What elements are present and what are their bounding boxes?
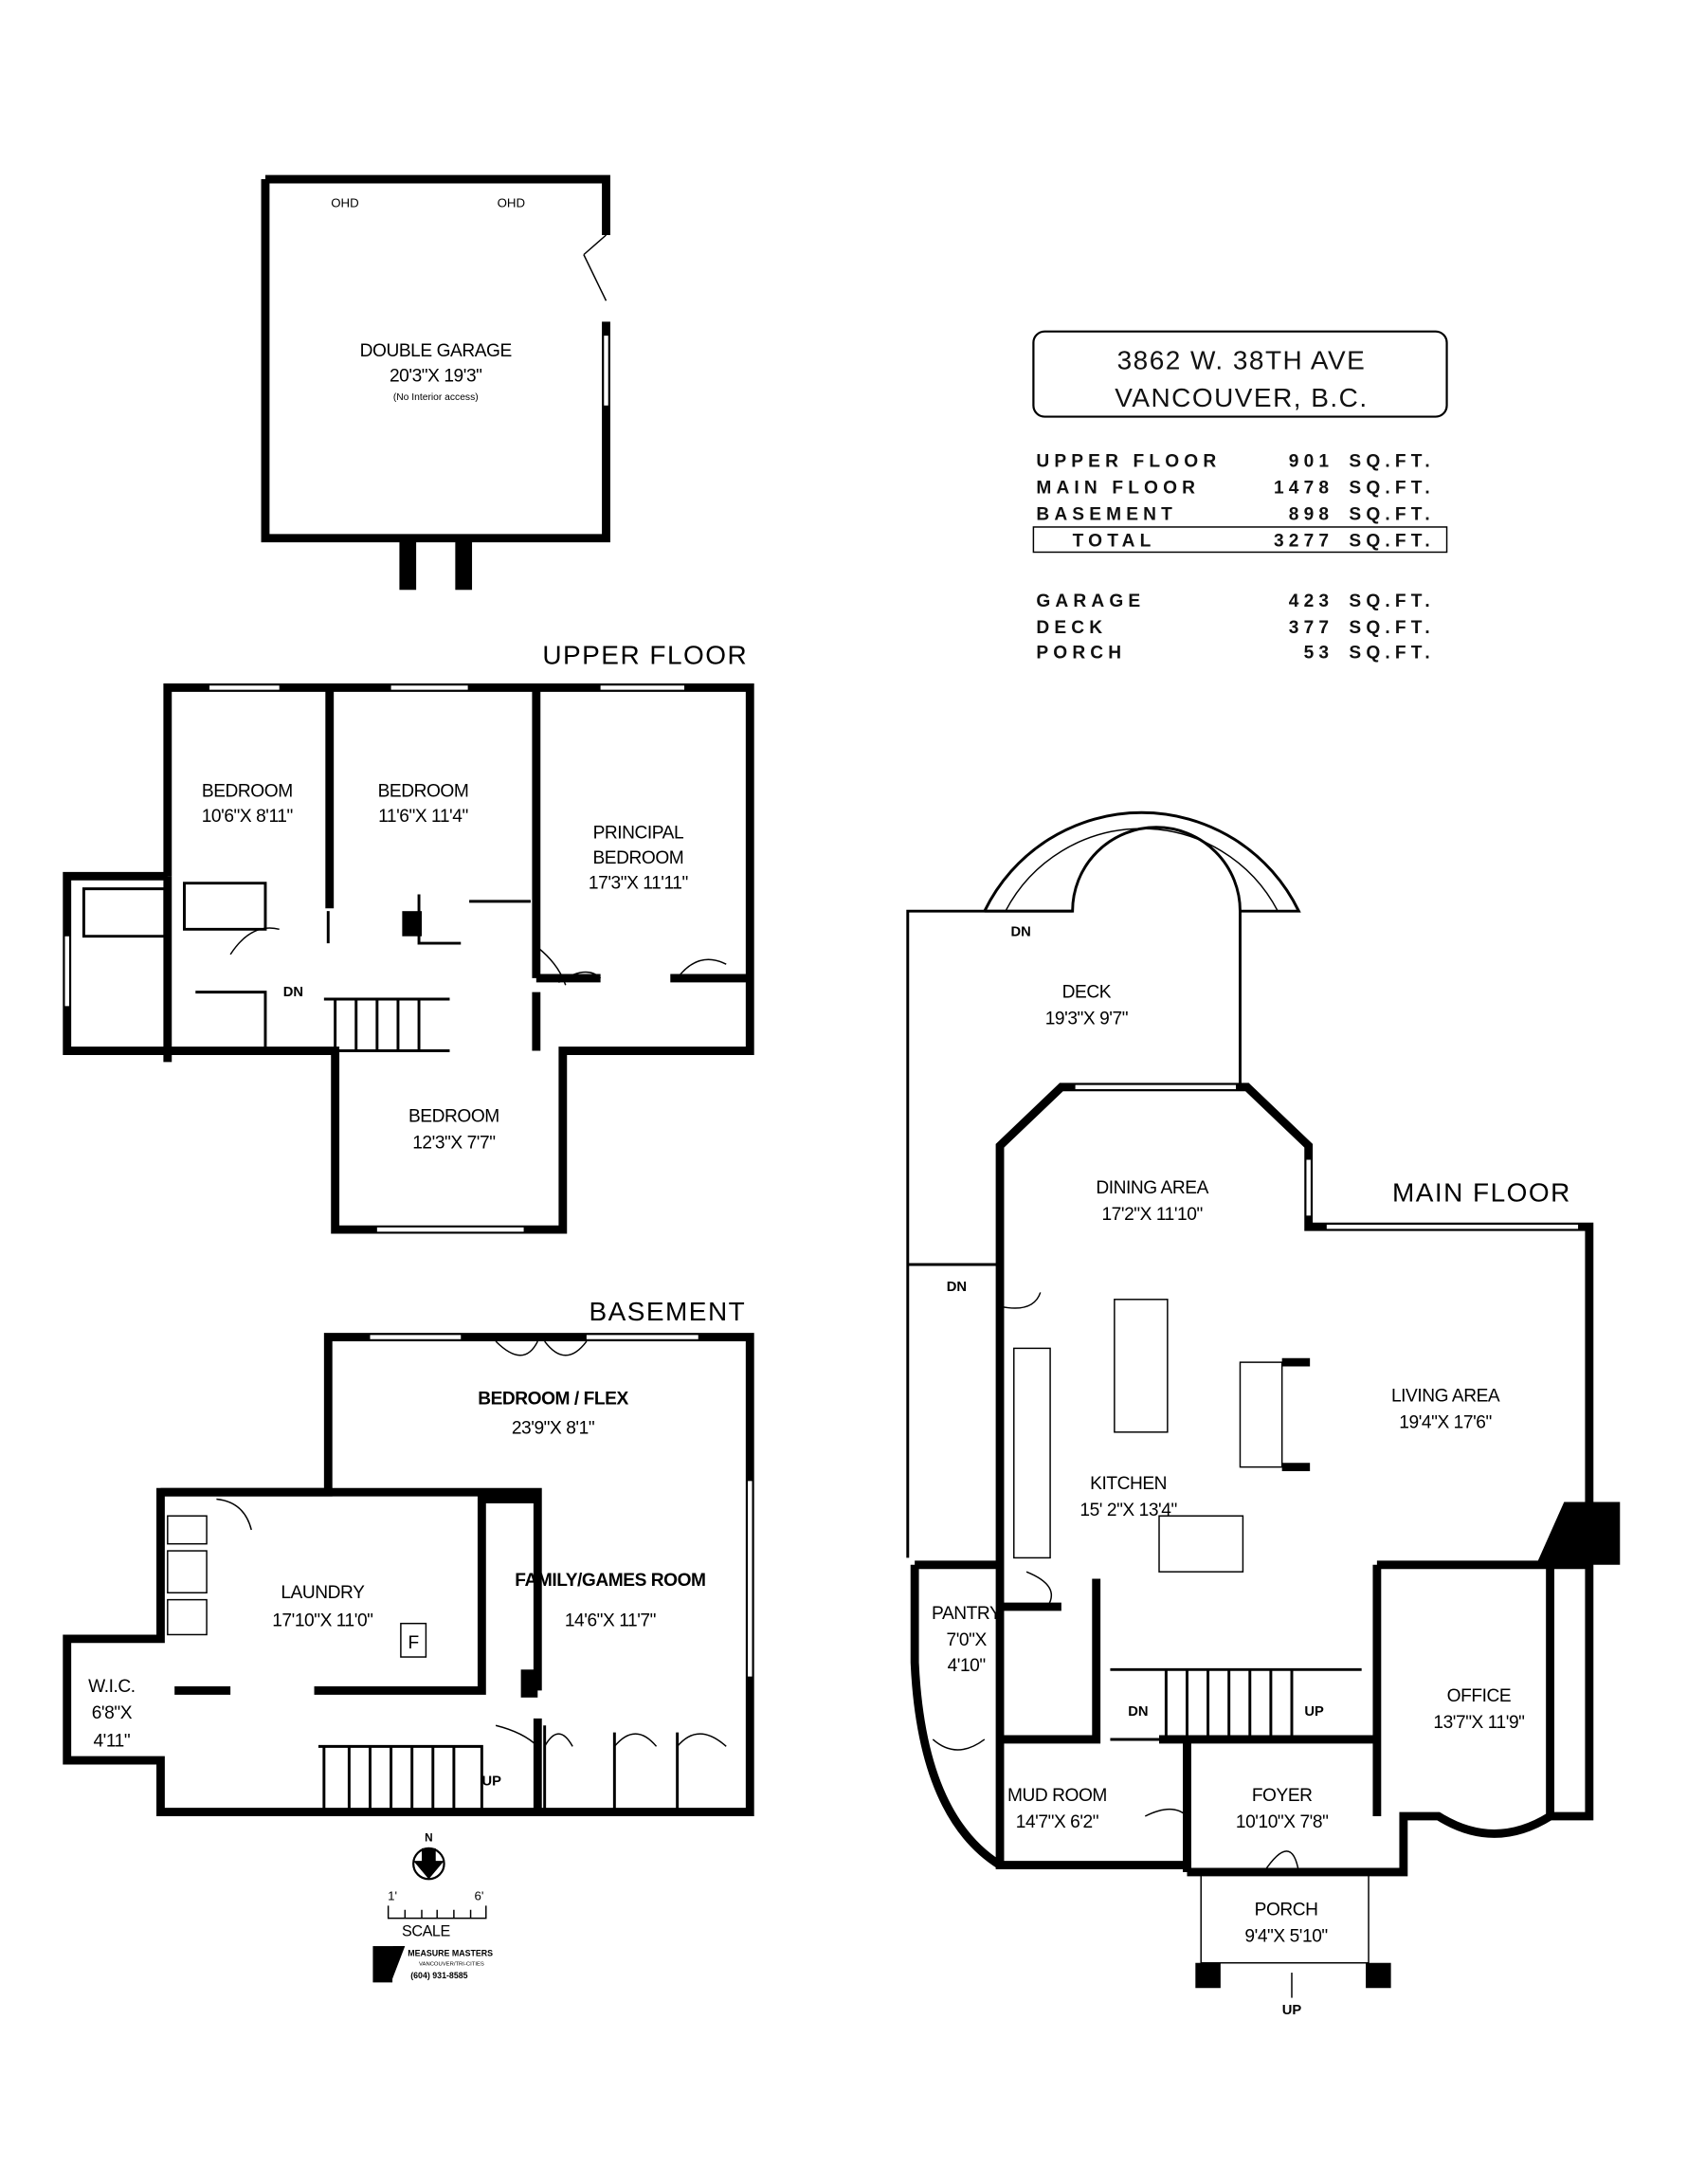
area-unit: SQ.FT. bbox=[1349, 505, 1435, 525]
brand-name: MEASURE MASTERS bbox=[408, 1948, 493, 1957]
room-size: 19'4"X 17'6" bbox=[1399, 1412, 1492, 1432]
area-unit: SQ.FT. bbox=[1349, 618, 1435, 638]
room-size: 15' 2"X 13'4" bbox=[1079, 1501, 1176, 1520]
area-value: 377 bbox=[1289, 618, 1333, 638]
room-label: PORCH bbox=[1255, 1901, 1318, 1920]
ohd-label: OHD bbox=[498, 196, 525, 210]
room-label: BEDROOM bbox=[378, 781, 469, 801]
brand-sub: VANCOUVER/TRI-CITIES bbox=[419, 1962, 484, 1968]
brand-phone: (604) 931-8585 bbox=[410, 1971, 467, 1980]
area-label: MAIN FLOOR bbox=[1036, 479, 1200, 499]
area-value: 423 bbox=[1289, 592, 1333, 611]
scale-max: 6' bbox=[474, 1888, 483, 1902]
area-label: BASEMENT bbox=[1036, 505, 1177, 525]
room-label: PRINCIPAL bbox=[593, 824, 684, 844]
address-line-1: 3862 W. 38TH AVE bbox=[1117, 345, 1367, 374]
stair-dn-label: DN bbox=[947, 1280, 967, 1295]
room-size: 7'0"X bbox=[947, 1630, 988, 1650]
north-arrow-icon bbox=[412, 1847, 445, 1881]
stair-up-label: UP bbox=[1282, 2003, 1302, 2018]
garage-note: (No Interior access) bbox=[393, 392, 479, 403]
room-label: BEDROOM bbox=[592, 848, 683, 868]
total-label: TOTAL bbox=[1073, 532, 1156, 552]
room-label: BEDROOM / FLEX bbox=[478, 1389, 628, 1409]
room-label: OFFICE bbox=[1447, 1686, 1512, 1706]
total-unit: SQ.FT. bbox=[1349, 532, 1435, 552]
stair-up-label: UP bbox=[1304, 1704, 1324, 1720]
room-label: KITCHEN bbox=[1090, 1474, 1167, 1494]
room-size: 17'2"X 11'10" bbox=[1101, 1205, 1202, 1225]
north-label: N bbox=[425, 1832, 433, 1845]
ohd-label: OHD bbox=[331, 196, 358, 210]
total-value: 3277 bbox=[1274, 532, 1333, 552]
room-label: FOYER bbox=[1252, 1786, 1313, 1806]
garage-size: 20'3"X 19'3" bbox=[390, 367, 482, 387]
basement-heading: BASEMENT bbox=[589, 1297, 746, 1326]
area-value: 1478 bbox=[1274, 479, 1333, 499]
scale-min: 1' bbox=[388, 1888, 397, 1902]
room-size: 17'3"X 11'11" bbox=[589, 874, 688, 894]
room-label: MUD ROOM bbox=[1007, 1786, 1107, 1806]
area-unit: SQ.FT. bbox=[1349, 479, 1435, 499]
garage-plan: OHD OHD DOUBLE GARAGE 20'3"X 19'3" (No I… bbox=[261, 174, 610, 591]
room-label: DINING AREA bbox=[1096, 1178, 1208, 1198]
room-size: 4'10" bbox=[948, 1656, 986, 1676]
room-size: 14'7"X 6'2" bbox=[1016, 1812, 1098, 1832]
area-label: UPPER FLOOR bbox=[1036, 452, 1221, 472]
room-size: 6'8"X bbox=[92, 1703, 133, 1723]
room-size: 4'11" bbox=[93, 1731, 130, 1751]
room-size: 13'7"X 11'9" bbox=[1433, 1713, 1524, 1733]
area-value: 901 bbox=[1289, 452, 1333, 472]
room-label: W.I.C. bbox=[88, 1677, 135, 1697]
area-unit: SQ.FT. bbox=[1349, 452, 1435, 472]
garage-label: DOUBLE GARAGE bbox=[360, 341, 512, 361]
room-label: PANTRY bbox=[932, 1604, 1002, 1624]
upper-floor-heading: UPPER FLOOR bbox=[542, 640, 748, 669]
room-size: 17'10"X 11'0" bbox=[272, 1611, 372, 1631]
stair-up-label: UP bbox=[481, 1774, 501, 1790]
room-label: LAUNDRY bbox=[281, 1583, 365, 1603]
area-label: GARAGE bbox=[1036, 592, 1145, 611]
room-label: BEDROOM bbox=[202, 781, 293, 801]
area-table: UPPER FLOOR 901 SQ.FT. MAIN FLOOR 1478 S… bbox=[1032, 452, 1448, 663]
main-floor-heading: MAIN FLOOR bbox=[1392, 1178, 1571, 1208]
room-size: 19'3"X 9'7" bbox=[1045, 1010, 1128, 1029]
room-label: DECK bbox=[1062, 983, 1112, 1003]
area-unit: SQ.FT. bbox=[1349, 592, 1435, 611]
area-unit: SQ.FT. bbox=[1349, 643, 1435, 663]
stair-dn-label: DN bbox=[1011, 925, 1031, 940]
measure-masters-logo: MEASURE MASTERS VANCOUVER/TRI-CITIES (60… bbox=[372, 1946, 493, 1983]
area-label: PORCH bbox=[1036, 643, 1126, 663]
scale-label: SCALE bbox=[402, 1923, 451, 1940]
basement-plan: BASEMENT BEDROOM / FLEX 23'9"X 8'1" LAUN… bbox=[63, 1297, 754, 1817]
legend: N 1' 6' SCALE MEASURE MASTERS VANCOUVER/… bbox=[372, 1832, 493, 1983]
fireplace-label: F bbox=[408, 1633, 419, 1653]
upper-floor-plan: UPPER FLOOR BEDROOM 10'6"X 8'11" BEDROOM… bbox=[63, 640, 754, 1234]
room-size: 10'6"X 8'11" bbox=[202, 807, 293, 827]
area-label: DECK bbox=[1036, 618, 1107, 638]
stair-dn-label: DN bbox=[1128, 1704, 1148, 1720]
area-value: 898 bbox=[1289, 505, 1333, 525]
address-line-2: VANCOUVER, B.C. bbox=[1115, 383, 1368, 412]
room-size: 14'6"X 11'7" bbox=[565, 1611, 656, 1631]
room-size: 9'4"X 5'10" bbox=[1244, 1927, 1327, 1947]
room-size: 12'3"X 7'7" bbox=[412, 1134, 495, 1154]
room-size: 23'9"X 8'1" bbox=[512, 1418, 594, 1438]
main-floor-plan: MAIN FLOOR DECK 19'3"X 9'7" DN DINING AR… bbox=[906, 810, 1621, 2018]
stair-dn-label: DN bbox=[283, 985, 303, 1000]
address-box: 3862 W. 38TH AVE VANCOUVER, B.C. bbox=[1032, 330, 1448, 418]
room-size: 11'6"X 11'4" bbox=[378, 807, 468, 827]
room-label: BEDROOM bbox=[408, 1107, 499, 1127]
area-value: 53 bbox=[1304, 643, 1334, 663]
room-size: 10'10"X 7'8" bbox=[1236, 1812, 1329, 1832]
room-label: LIVING AREA bbox=[1391, 1386, 1500, 1406]
room-label: FAMILY/GAMES ROOM bbox=[515, 1571, 705, 1591]
